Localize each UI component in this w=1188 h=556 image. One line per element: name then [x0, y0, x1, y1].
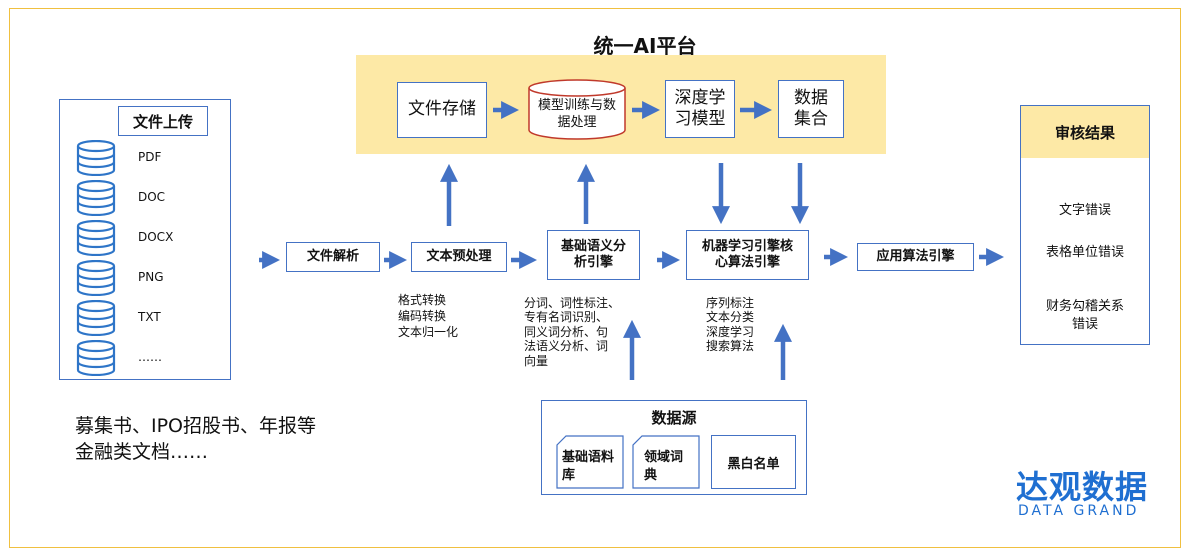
datasource-title: 数据源: [651, 409, 697, 427]
model-training-text: 模型训练与数据处理: [537, 98, 616, 130]
document-caption: 募集书、IPO招股书、年报等 金融类文档……: [75, 414, 375, 465]
app-engine-box: 应用算法引擎: [857, 243, 974, 271]
result-item-label: 表格单位错误: [1045, 245, 1124, 260]
note-line: 法语义分析、词: [524, 339, 609, 354]
data-set-box: 数据集合: [778, 80, 844, 138]
database-icon: [76, 220, 116, 256]
platform-title: 统一AI平台: [593, 34, 697, 58]
database-icon: [76, 140, 116, 176]
data-set-text: 数据集合: [794, 87, 828, 129]
note-line: 同义词分析、句: [524, 324, 609, 339]
result-item-label: 文字错误: [1058, 203, 1111, 218]
preprocess-notes: 格式转换 编码转换 文本归一化: [398, 292, 488, 341]
datasource-panel: 数据源 基础语料库 领域词典 黑白名单: [541, 400, 807, 495]
note-line: 编码转换: [398, 309, 447, 324]
blackwhite-list-box: 黑白名单: [711, 435, 796, 489]
company-logo-en: DATA GRAND: [1018, 503, 1140, 519]
format-label: TXT: [138, 310, 161, 324]
caption-line: 募集书、IPO招股书、年报等: [75, 415, 317, 437]
corpus-doc-icon: [556, 435, 624, 489]
results-panel: 审核结果 文字错误 表格单位错误 财务勾稽关系错误: [1020, 105, 1150, 345]
format-label: PDF: [138, 150, 162, 164]
ml-engine-text: 机器学习引擎核心算法引擎: [701, 238, 793, 270]
note-line: 专有名词识别、: [524, 310, 609, 325]
caption-line: 金融类文档……: [75, 440, 209, 463]
format-label: PNG: [138, 270, 164, 284]
format-label: ……: [138, 350, 162, 364]
format-label: DOCX: [138, 230, 174, 244]
result-item-finance: 财务勾稽关系错误: [1021, 298, 1149, 333]
results-title: 审核结果: [1021, 106, 1149, 158]
dictionary-label: 领域词典: [644, 450, 684, 483]
model-training-label: 模型训练与数据处理: [527, 98, 627, 132]
file-storage-box: 文件存储: [397, 82, 487, 138]
file-parse-box: 文件解析: [286, 242, 380, 272]
database-icon: [76, 180, 116, 216]
ml-engine-box: 机器学习引擎核心算法引擎: [686, 230, 809, 280]
company-logo-cn: 达观数据: [1016, 468, 1149, 506]
note-line: 文本分类: [706, 310, 755, 325]
note-line: 深度学习: [706, 324, 755, 339]
format-label: DOC: [138, 190, 166, 204]
semantic-engine-text: 基础语义分析引擎: [560, 238, 626, 270]
result-item-text-error: 文字错误: [1021, 202, 1149, 220]
semantic-notes: 分词、词性标注、 专有名词识别、 同义词分析、句 法语义分析、词 向量: [524, 296, 634, 368]
ml-notes: 序列标注 文本分类 深度学习 搜索算法: [706, 296, 776, 354]
note-line: 序列标注: [706, 296, 755, 310]
upload-title: 文件上传: [118, 106, 208, 136]
corpus-label: 基础语料库: [562, 450, 615, 483]
database-icon: [76, 300, 116, 336]
result-item-label: 财务勾稽关系错误: [1045, 299, 1124, 332]
note-line: 分词、词性标注、: [524, 296, 621, 310]
note-line: 向量: [524, 353, 549, 368]
database-icon: [76, 340, 116, 376]
outer-frame: [9, 8, 1181, 548]
upload-panel: 文件上传 PDF DOC DOCX PNG TXT ……: [59, 99, 231, 380]
dictionary-doc-icon: [632, 435, 700, 489]
text-preprocess-box: 文本预处理: [411, 242, 507, 272]
database-cylinder-icon: [528, 79, 626, 140]
note-line: 搜索算法: [706, 339, 755, 354]
deep-model-text: 深度学习模型: [674, 87, 726, 129]
result-item-table-unit: 表格单位错误: [1021, 244, 1149, 262]
semantic-engine-box: 基础语义分析引擎: [547, 230, 640, 280]
note-line: 格式转换: [398, 293, 447, 307]
note-line: 文本归一化: [398, 325, 459, 340]
deep-model-box: 深度学习模型: [665, 80, 735, 138]
database-icon: [76, 260, 116, 296]
